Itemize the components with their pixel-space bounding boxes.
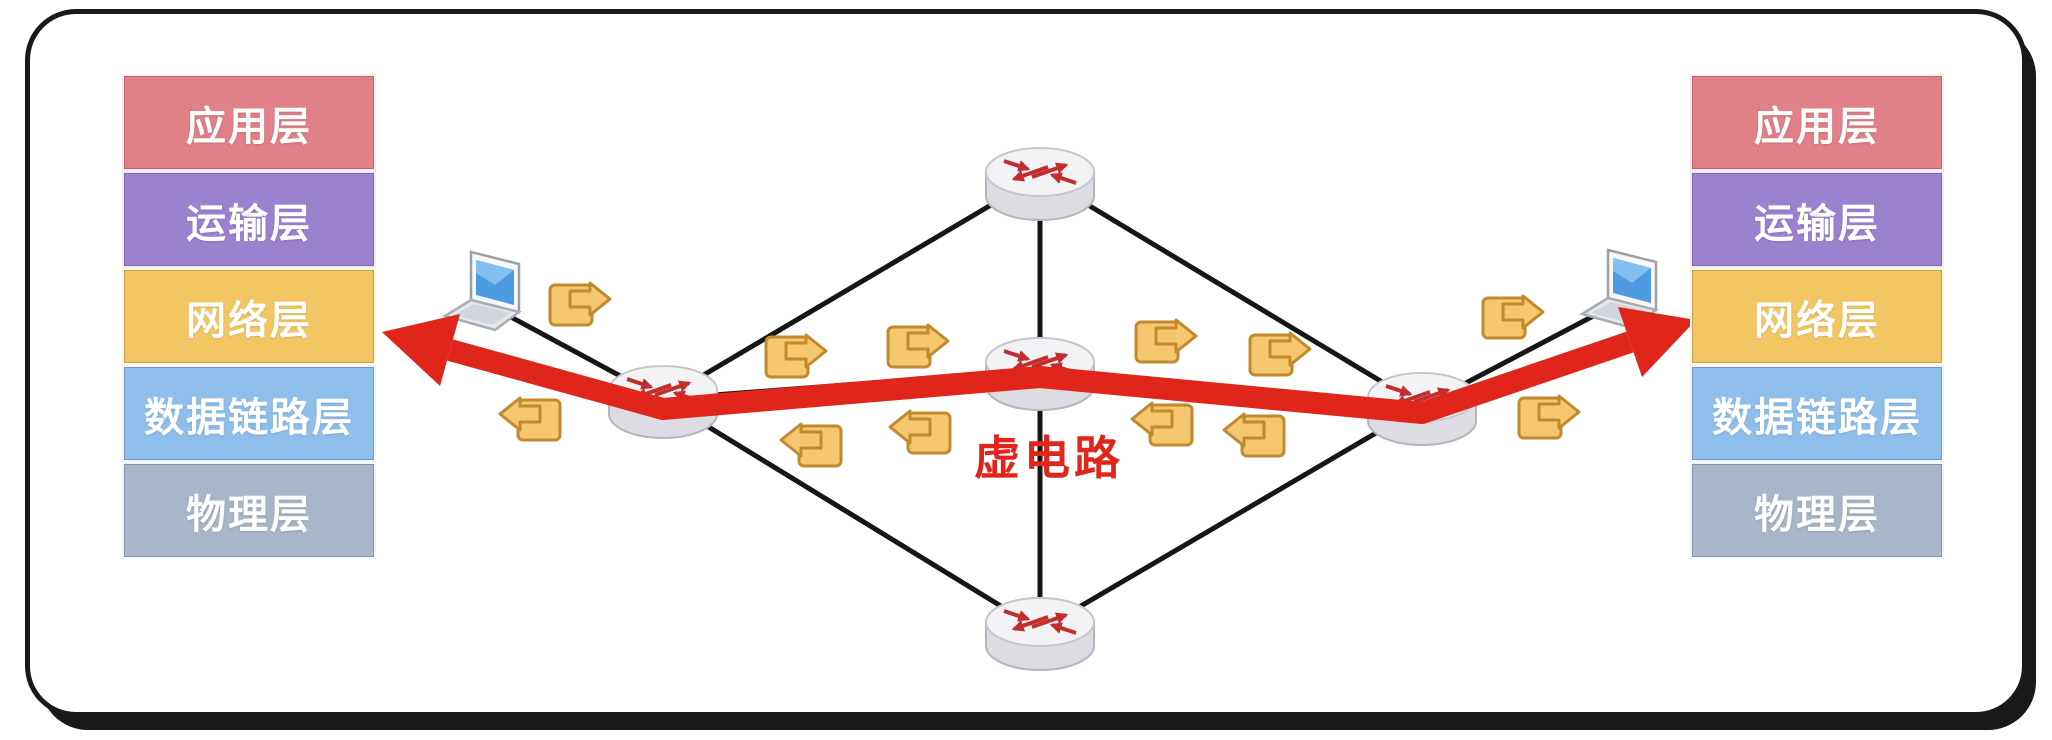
packet-icon — [498, 396, 562, 442]
packet-icon — [1248, 331, 1312, 377]
layer-application-right: 应用层 — [1690, 74, 1944, 171]
packet-icon — [764, 333, 828, 379]
router-icon-bottom — [986, 598, 1094, 670]
layer-physical-left: 物理层 — [122, 462, 376, 559]
topology-link — [1038, 403, 1424, 633]
topology-link — [661, 173, 1042, 402]
packet-icon — [1517, 394, 1581, 440]
protocol-stack-left: 应用层 运输层 网络层 数据链路层 物理层 — [122, 74, 376, 559]
router-icon-top — [986, 148, 1094, 220]
diagram-card: 应用层 运输层 网络层 数据链路层 物理层 应用层 运输层 网络层 数据链路层 … — [30, 14, 2022, 712]
virtual-circuit-arrowhead-right — [1618, 307, 1696, 377]
topology-link — [1038, 173, 1424, 409]
layer-transport-right: 运输层 — [1690, 171, 1944, 268]
layer-transport-left: 运输层 — [122, 171, 376, 268]
packet-icon — [1134, 318, 1198, 364]
packet-icon — [1222, 412, 1286, 458]
layer-datalink-left: 数据链路层 — [122, 365, 376, 462]
layer-physical-right: 物理层 — [1690, 462, 1944, 559]
virtual-circuit-label: 虚电路 — [974, 432, 1124, 484]
layer-network-right: 网络层 — [1690, 268, 1944, 365]
network-topology — [382, 14, 1696, 712]
virtual-circuit-arrow — [382, 307, 1696, 424]
packet-icon — [1481, 294, 1545, 340]
packet-icon — [886, 323, 950, 369]
packet-icon — [548, 281, 612, 327]
virtual-circuit-arrowhead-left — [382, 314, 460, 386]
topology-link — [661, 396, 1042, 633]
layer-datalink-right: 数据链路层 — [1690, 365, 1944, 462]
packet-icon — [779, 422, 843, 468]
virtual-circuit-shaft — [447, 331, 1634, 424]
layer-application-left: 应用层 — [122, 74, 376, 171]
layer-network-left: 网络层 — [122, 268, 376, 365]
protocol-stack-right: 应用层 运输层 网络层 数据链路层 物理层 — [1690, 74, 1944, 559]
